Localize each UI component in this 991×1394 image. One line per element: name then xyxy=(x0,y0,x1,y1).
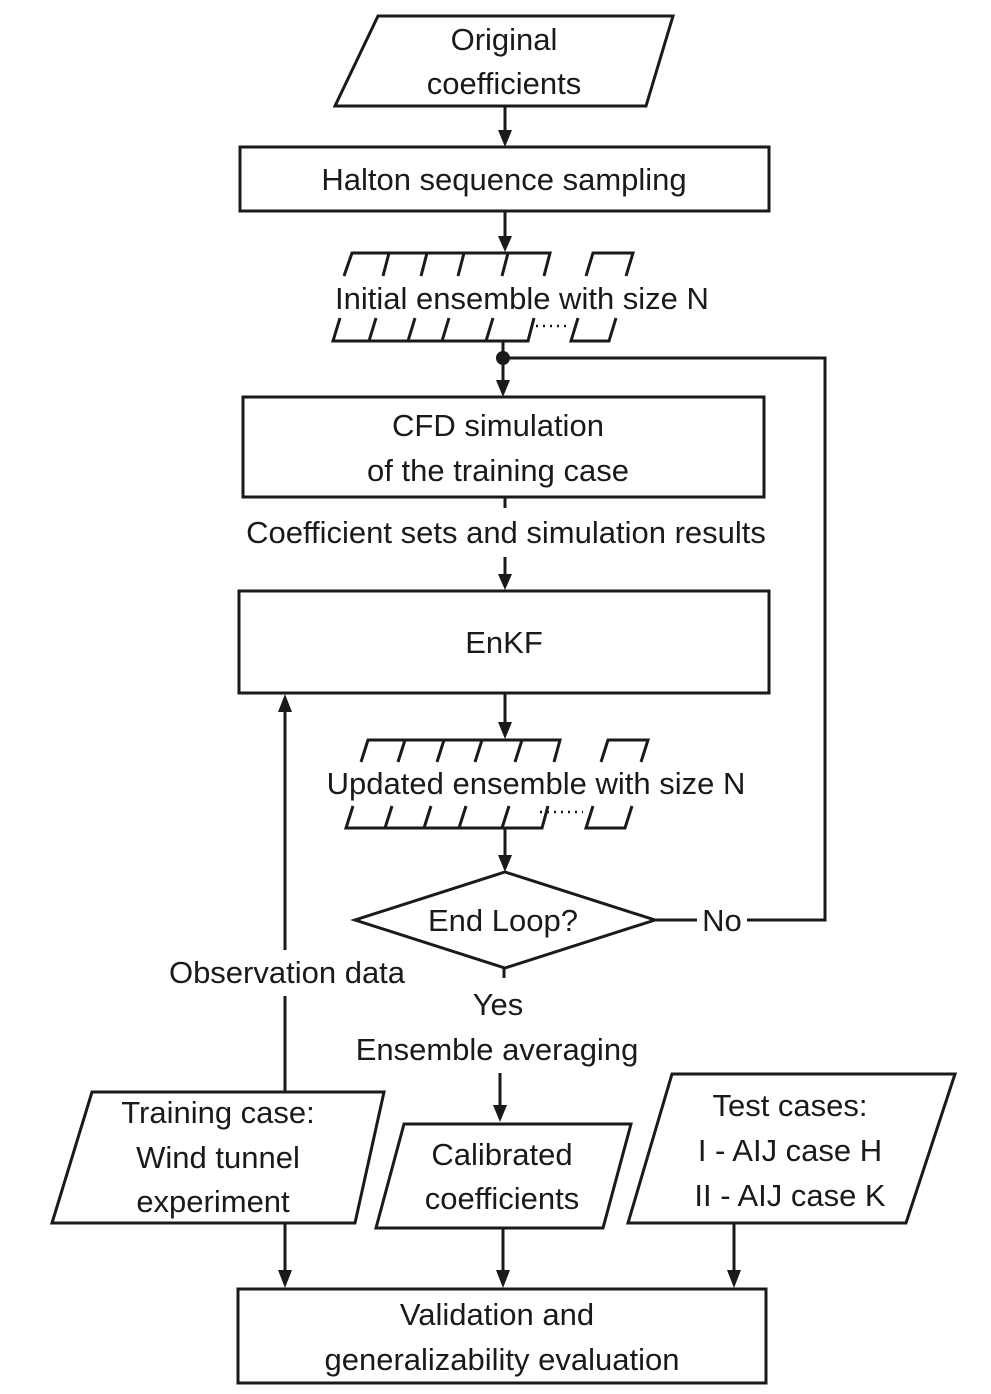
node-calibrated-line-1: Calibrated xyxy=(431,1137,572,1172)
node-test-line-3: II - AIJ case K xyxy=(694,1178,886,1213)
edge-label-ensemble-averaging: Ensemble averaging xyxy=(356,1032,639,1067)
ensemble-stack-bottom xyxy=(343,805,634,830)
node-training-line-1: Training case: xyxy=(121,1095,315,1130)
node-validation-line-1: Validation and xyxy=(400,1297,594,1332)
edge-observation-to-enkf: Observation data xyxy=(169,694,406,1092)
node-test-line-1: Test cases: xyxy=(712,1088,867,1123)
edge-test-to-validation xyxy=(727,1223,741,1288)
arrowhead-icon xyxy=(278,1270,292,1288)
edge-label-yes: Yes xyxy=(473,987,524,1022)
ensemble-stack-top xyxy=(342,251,636,277)
node-validation-line-2: generalizability evaluation xyxy=(324,1342,679,1377)
node-updated-ensemble: Updated ensemble with size N xyxy=(327,738,746,830)
edge-calibrated-to-validation xyxy=(496,1228,510,1288)
node-cfd-line-1: CFD simulation xyxy=(392,408,604,443)
edge-no-loop-back: No xyxy=(503,356,827,938)
edge-enkf-to-updated-ensemble xyxy=(498,693,512,739)
node-training-line-3: experiment xyxy=(136,1184,290,1219)
arrowhead-icon xyxy=(498,130,512,147)
edge-initial-ensemble-to-cfd xyxy=(496,341,510,397)
arrowhead-icon xyxy=(493,1105,507,1122)
arrowhead-icon xyxy=(498,574,512,590)
arrowhead-icon xyxy=(496,380,510,397)
node-enkf-label: EnKF xyxy=(465,625,543,660)
edge-halton-to-initial-ensemble xyxy=(498,211,512,252)
arrowhead-icon xyxy=(278,694,292,712)
edge-original-to-halton xyxy=(498,106,512,147)
edge-training-to-validation xyxy=(278,1223,292,1288)
node-initial-ensemble: Initial ensemble with size N xyxy=(330,251,709,343)
edge-label-observation-data: Observation data xyxy=(169,955,406,990)
node-updated-ensemble-label: Updated ensemble with size N xyxy=(327,766,746,801)
node-end-loop-decision: End Loop? xyxy=(350,870,660,970)
node-end-loop-label: End Loop? xyxy=(428,903,578,938)
node-training-line-2: Wind tunnel xyxy=(136,1140,300,1175)
node-halton-sampling: Halton sequence sampling xyxy=(238,145,771,213)
ensemble-stack-top xyxy=(359,738,651,763)
edge-cfd-to-enkf: Coefficient sets and simulation results xyxy=(246,497,766,590)
node-original-line-1: Original xyxy=(451,22,558,57)
node-cfd-line-2: of the training case xyxy=(367,453,629,488)
node-test-cases: Test cases: I - AIJ case H II - AIJ case… xyxy=(625,1072,958,1225)
arrowhead-icon xyxy=(727,1270,741,1288)
ensemble-stack-bottom xyxy=(330,317,618,343)
node-calibrated-line-2: coefficients xyxy=(425,1181,580,1216)
node-original-line-2: coefficients xyxy=(427,66,582,101)
arrowhead-icon xyxy=(496,1270,510,1288)
node-calibrated-coefficients: Calibrated coefficients xyxy=(374,1122,633,1230)
edge-updated-ensemble-to-decision xyxy=(498,828,512,872)
edge-label-coefficient-sets: Coefficient sets and simulation results xyxy=(246,515,766,550)
node-enkf: EnKF xyxy=(237,589,771,695)
node-test-line-2: I - AIJ case H xyxy=(698,1133,882,1168)
node-original-coefficients: Original coefficients xyxy=(332,14,676,108)
edge-yes-to-calibrated: Yes Ensemble averaging xyxy=(356,968,639,1122)
edge-label-no: No xyxy=(702,903,742,938)
node-cfd-simulation: CFD simulation of the training case xyxy=(241,395,766,499)
node-initial-ensemble-label: Initial ensemble with size N xyxy=(335,281,709,316)
arrowhead-icon xyxy=(498,236,512,252)
arrowhead-icon xyxy=(498,722,512,739)
arrowhead-icon xyxy=(498,855,512,872)
node-halton-label: Halton sequence sampling xyxy=(321,162,686,197)
node-training-case: Training case: Wind tunnel experiment xyxy=(49,1090,386,1225)
node-validation: Validation and generalizability evaluati… xyxy=(236,1287,768,1385)
